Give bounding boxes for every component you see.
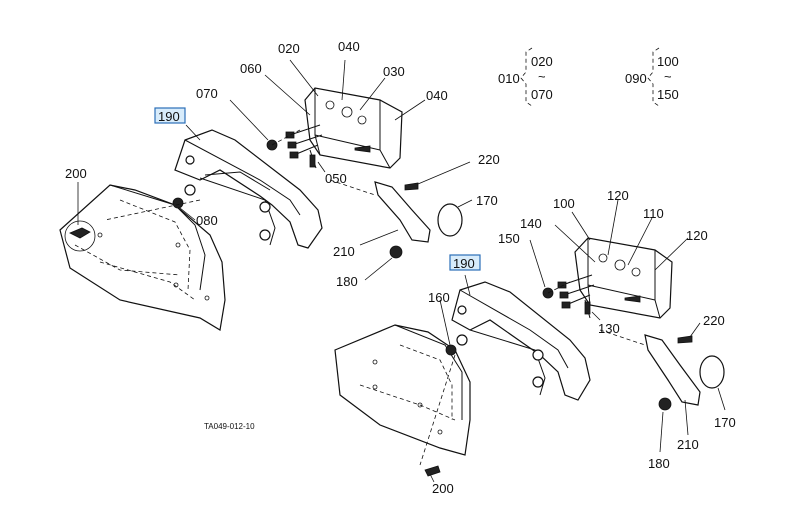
group-right-range-bottom: 150 — [657, 87, 679, 102]
callout-080-left: 080 — [196, 213, 218, 228]
callout-170-right: 170 — [714, 415, 736, 430]
group-left-tilde: ~ — [538, 69, 546, 84]
callout-210-right: 210 — [677, 437, 699, 452]
callout-120-right: 120 — [686, 228, 708, 243]
callout-190-right-highlight[interactable] — [449, 254, 481, 271]
left-nut-080 — [172, 197, 184, 209]
callout-100-right: 100 — [553, 196, 575, 211]
left-nut-180 — [389, 245, 403, 259]
callout-190-left-highlight[interactable] — [154, 107, 186, 124]
left-lamp-housing — [304, 87, 403, 169]
callout-160-right: 160 — [428, 290, 450, 305]
group-left-range-bottom: 070 — [531, 87, 553, 102]
callout-110-right: 110 — [643, 206, 664, 221]
right-plate-210 — [644, 334, 701, 406]
callout-180-right: 180 — [648, 456, 670, 471]
callout-020-left: 020 — [278, 41, 300, 56]
callout-210-left: 210 — [333, 244, 355, 259]
right-lamp-bracket — [451, 281, 591, 401]
callout-170-left: 170 — [476, 193, 498, 208]
callout-130-right: 130 — [598, 321, 620, 336]
callout-200-right: 200 — [432, 481, 454, 496]
group-bracket-right: 090 100 ~ 150 — [625, 47, 679, 107]
right-wiring — [557, 274, 595, 319]
left-lamp-bracket — [174, 129, 323, 249]
left-fender-body — [59, 184, 226, 331]
callout-220-right: 220 — [703, 313, 725, 328]
callout-190-left[interactable]: 190 — [158, 109, 180, 124]
right-nut-160 — [445, 344, 457, 356]
right-reflector-170 — [699, 355, 725, 389]
right-bolt-120 — [624, 295, 641, 303]
callout-150-right: 150 — [498, 231, 520, 246]
left-leaders — [77, 59, 473, 281]
right-leaders — [419, 199, 726, 483]
callout-060-left: 060 — [240, 61, 262, 76]
diagram-id: TA049-012-10 — [204, 422, 255, 431]
callout-050-left: 050 — [325, 171, 347, 186]
left-wiring — [285, 124, 323, 169]
group-right-range-top: 100 — [657, 54, 679, 69]
left-plate-210 — [374, 181, 431, 243]
group-left-range-top: 020 — [531, 54, 553, 69]
left-reflector-170 — [437, 203, 463, 237]
callout-140-right: 140 — [520, 216, 542, 231]
group-bracket-left: 010 020 ~ 070 — [498, 47, 553, 107]
group-right-label: 090 — [625, 71, 647, 86]
right-nut-180 — [658, 397, 672, 411]
callout-200-left: 200 — [65, 166, 87, 181]
callout-180-left: 180 — [336, 274, 358, 289]
left-screw-200 — [64, 220, 96, 252]
callout-190-right[interactable]: 190 — [453, 256, 475, 271]
left-bolt-220 — [404, 182, 419, 191]
right-screw-200 — [424, 465, 441, 477]
group-right-tilde: ~ — [664, 69, 672, 84]
callout-030-left: 030 — [383, 64, 405, 79]
callout-040-left-right: 040 — [426, 88, 448, 103]
callout-070-left: 070 — [196, 86, 218, 101]
callout-220-left: 220 — [478, 152, 500, 167]
left-bolt-040 — [354, 145, 371, 153]
callout-040-left-top: 040 — [338, 39, 360, 54]
group-left-label: 010 — [498, 71, 520, 86]
right-bolt-220 — [677, 335, 693, 344]
callout-120-right-top: 120 — [607, 188, 629, 203]
